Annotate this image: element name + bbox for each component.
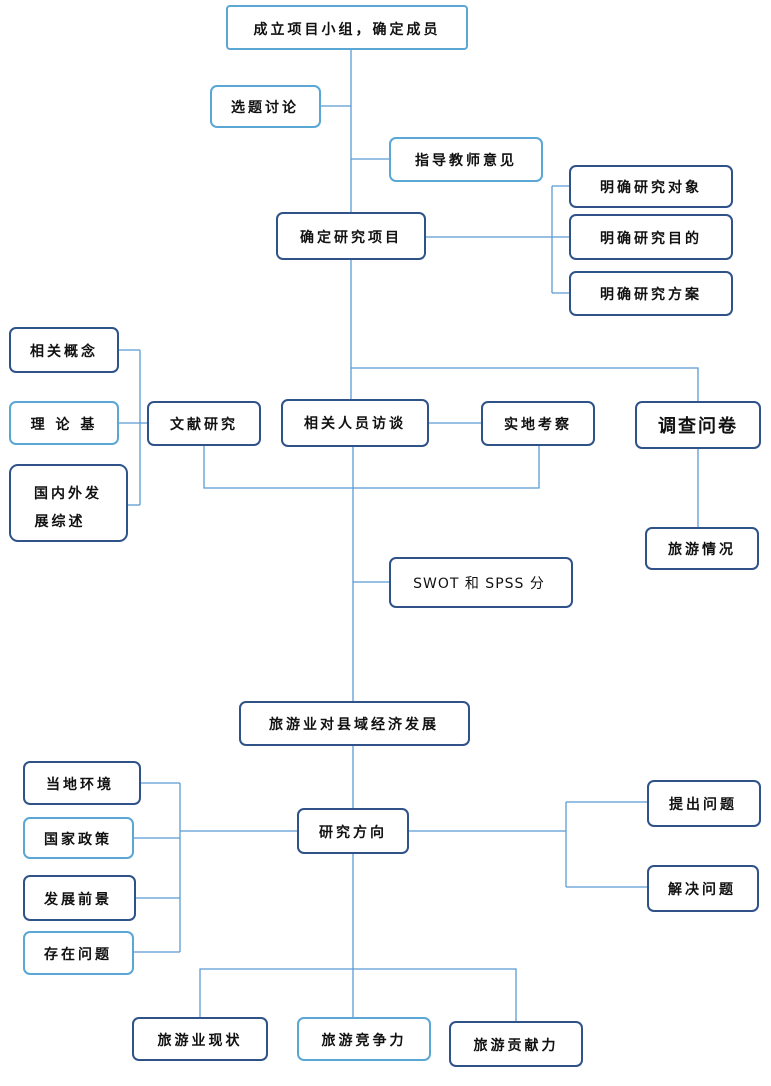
node-interview-label: 相关人员访谈 — [304, 415, 406, 432]
node-theory: 理 论 基 — [9, 401, 119, 445]
node-purpose: 明确研究目的 — [569, 214, 733, 260]
node-team-label: 成立项目小组，确定成员 — [254, 21, 441, 38]
node-devreview-line1: 国内外发 — [34, 485, 102, 502]
node-direction-label: 研究方向 — [319, 824, 387, 841]
node-plan-label: 明确研究方案 — [600, 286, 702, 303]
node-purpose-label: 明确研究目的 — [600, 230, 702, 247]
node-fieldwork: 实地考察 — [481, 401, 595, 446]
node-issues-label: 存在问题 — [44, 946, 112, 963]
node-solve: 解决问题 — [647, 865, 759, 912]
node-status-label: 旅游业现状 — [158, 1032, 243, 1049]
node-policy-label: 国家政策 — [44, 831, 112, 848]
node-policy: 国家政策 — [23, 817, 134, 859]
node-econ: 旅游业对县域经济发展 — [239, 701, 470, 746]
connector-survey — [351, 367, 699, 402]
node-compete-label: 旅游竞争力 — [322, 1032, 407, 1049]
node-raise-label: 提出问题 — [669, 796, 737, 813]
node-concepts: 相关概念 — [9, 327, 119, 373]
node-tourism: 旅游情况 — [645, 527, 759, 570]
connector-literature-merge — [203, 445, 540, 489]
node-tourism-label: 旅游情况 — [668, 541, 736, 558]
node-topic: 选题讨论 — [210, 85, 321, 128]
node-contrib: 旅游贡献力 — [449, 1021, 583, 1067]
node-compete: 旅游竞争力 — [297, 1017, 431, 1061]
node-object: 明确研究对象 — [569, 165, 733, 208]
node-survey-label: 调查问卷 — [658, 415, 738, 437]
node-devreview-line2: 展综述 — [35, 513, 86, 530]
node-fieldwork-label: 实地考察 — [504, 416, 572, 433]
node-theory-label: 理 论 基 — [31, 416, 98, 433]
node-literature-label: 文献研究 — [170, 416, 238, 433]
node-topic-label: 选题讨论 — [231, 99, 299, 116]
node-project-label: 确定研究项目 — [300, 229, 402, 246]
node-object-label: 明确研究对象 — [600, 179, 702, 196]
node-environment-label: 当地环境 — [46, 776, 114, 793]
node-plan: 明确研究方案 — [569, 271, 733, 316]
node-raise: 提出问题 — [647, 780, 761, 827]
node-team: 成立项目小组，确定成员 — [226, 5, 468, 50]
node-issues: 存在问题 — [23, 931, 134, 975]
node-direction: 研究方向 — [297, 808, 409, 854]
node-environment: 当地环境 — [23, 761, 141, 805]
node-interview: 相关人员访谈 — [281, 399, 429, 447]
node-solve-label: 解决问题 — [668, 881, 736, 898]
node-swot: SWOT 和 SPSS 分 — [389, 557, 573, 608]
bracket-outcomes — [199, 968, 517, 1022]
node-advisor-label: 指导教师意见 — [415, 152, 517, 169]
node-concepts-label: 相关概念 — [30, 343, 98, 360]
node-contrib-label: 旅游贡献力 — [474, 1037, 559, 1054]
node-prospect-label: 发展前景 — [43, 891, 112, 908]
node-status: 旅游业现状 — [132, 1017, 268, 1061]
connectors — [118, 50, 699, 1022]
node-prospect: 发展前景 — [23, 875, 136, 921]
node-econ-label: 旅游业对县域经济发展 — [269, 716, 439, 733]
node-swot-label: SWOT 和 SPSS 分 — [413, 576, 545, 592]
node-literature: 文献研究 — [147, 401, 261, 446]
node-advisor: 指导教师意见 — [389, 137, 543, 182]
node-project: 确定研究项目 — [276, 212, 426, 260]
node-survey: 调查问卷 — [635, 401, 761, 449]
node-devreview: 国内外发 展综述 — [9, 464, 128, 542]
